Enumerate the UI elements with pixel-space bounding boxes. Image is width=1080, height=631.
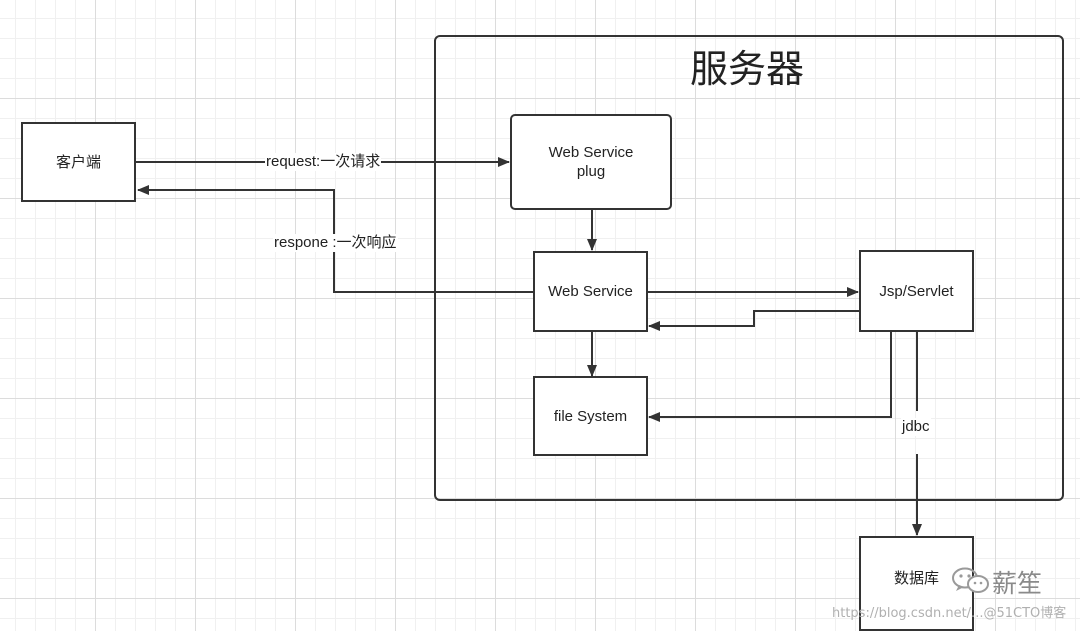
watermark: 薪笙 [940, 566, 1080, 616]
server-container [434, 35, 1064, 501]
database-label: 数据库 [893, 570, 939, 587]
jsp-servlet-node: Jsp/Servlet [859, 250, 974, 332]
request-label: request:一次请求 [265, 153, 382, 171]
jsp-to-webservice-arrow [648, 310, 860, 331]
wechat-icon [952, 567, 989, 593]
server-title: 服务器 [690, 47, 805, 91]
file-system-node: file System [533, 376, 648, 456]
client-node: 客户端 [21, 122, 136, 202]
watermark-blog-text: https://blog.csdn.net/...@51CTO博客 [832, 606, 1067, 621]
jsp-to-filesystem-arrow [648, 331, 892, 422]
jdbc-label: jdbc [901, 418, 931, 436]
web-service-plug-node: Web Service plug [510, 114, 672, 210]
client-label: 客户端 [55, 153, 101, 171]
file-system-label: file System [553, 407, 628, 425]
web-service-label: Web Service [548, 283, 633, 300]
jsp-servlet-label: Jsp/Servlet [879, 282, 954, 300]
web-service-plug-label: Web Service plug [548, 144, 634, 180]
response-label: respone :一次响应 [273, 234, 398, 252]
watermark-account: 薪笙 [992, 569, 1043, 598]
web-service-node: Web Service [533, 251, 648, 332]
